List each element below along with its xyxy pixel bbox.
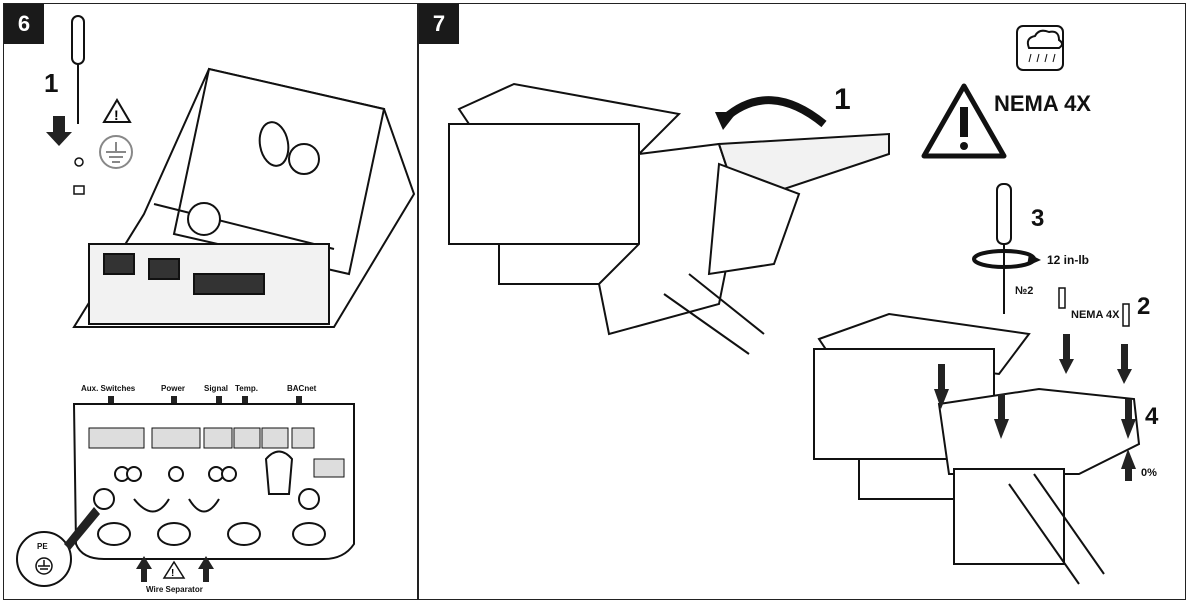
- signal-label: Signal: [204, 384, 228, 393]
- aux-switches-label: Aux. Switches: [81, 384, 136, 393]
- humidity-label: 0%: [1141, 467, 1157, 479]
- step-7-illustration: 1 NEMA 4X 3 12 in-lb №2 NEMA: [448, 25, 1159, 585]
- warning-icon: !: [162, 560, 186, 579]
- svg-text:!: !: [114, 107, 119, 123]
- rain-cloud-icon: [1016, 25, 1064, 71]
- screwdriver-size-label: №2: [1015, 285, 1033, 297]
- power-label: Power: [161, 384, 185, 393]
- ground-icon: [99, 135, 133, 169]
- wire-separator-label: Wire Separator: [146, 585, 203, 594]
- pe-ground-callout: PE: [16, 507, 100, 587]
- nema-rating-label: NEMA 4X: [994, 91, 1091, 116]
- step-number-badge: 6: [4, 4, 44, 44]
- step-number-badge: 7: [419, 4, 459, 44]
- warning-icon: [921, 83, 1007, 159]
- pe-label: PE: [37, 542, 48, 551]
- screwdriver-icon: [996, 183, 1012, 314]
- actuator-open-lid-drawing: [448, 82, 890, 355]
- screwdriver-icon: [71, 15, 85, 124]
- bacnet-label: BACnet: [287, 384, 317, 393]
- svg-text:!: !: [171, 568, 174, 579]
- torque-label: 12 in-lb: [1047, 253, 1089, 267]
- open-callout-1: 1: [834, 83, 851, 116]
- terminal-board-drawing: [72, 403, 355, 560]
- ground-icon: [35, 557, 53, 575]
- wire-separator-arrows: [136, 556, 214, 582]
- arrow-icon: [46, 116, 72, 146]
- torque-step-callout-3: 3: [1031, 205, 1044, 232]
- screws-callout-2: 2: [1137, 293, 1150, 320]
- actuator-drawing: [72, 67, 416, 328]
- screws: [1058, 287, 1130, 327]
- step-7-panel: 7 1 NEMA 4X: [418, 3, 1186, 600]
- step-6-panel: 6 1 !: [3, 3, 418, 600]
- screw-nema-label: NEMA 4X: [1071, 309, 1120, 321]
- warning-icon: !: [102, 98, 132, 123]
- actuator-closed-drawing: [813, 312, 1141, 585]
- rotation-arrow-icon: [715, 96, 827, 130]
- temp-label: Temp.: [235, 384, 258, 393]
- step-callout-1: 1: [44, 68, 58, 98]
- step-6-illustration: 1 !: [16, 15, 416, 594]
- rotation-arrow-icon: [972, 249, 1041, 269]
- seal-callout-4: 4: [1145, 403, 1159, 430]
- screw-arrows: [934, 334, 1136, 481]
- terminal-labels: Aux. Switches Power Signal Temp. BACnet: [81, 384, 317, 393]
